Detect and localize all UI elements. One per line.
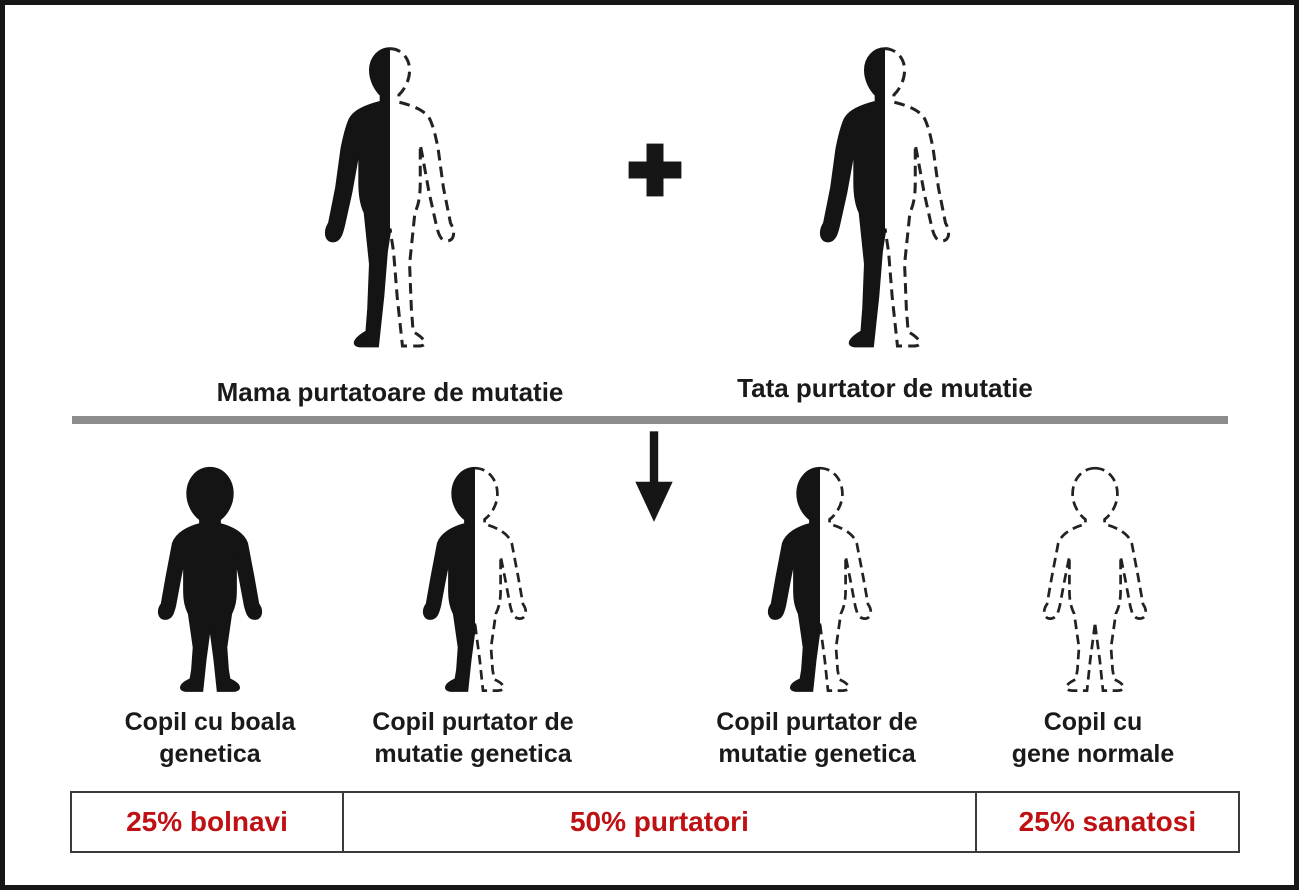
child-2-figure-half-filled [422,466,528,692]
mother-figure-half-filled [324,47,456,348]
child-1-label: Copil cu boala genetica [50,707,370,770]
child-1-label-line1: Copil cu boala [124,708,296,736]
child-4-figure-outline [1042,466,1148,692]
child-4-label: Copil cu gene normale [933,707,1253,770]
child-3-label-line1: Copil purtator de [716,708,918,736]
plus-icon [628,143,682,197]
child-4-label-line2: gene normale [1011,739,1175,768]
father-figure-half-filled [819,47,951,348]
child-1-label-line2: genetica [159,739,261,768]
down-arrow-icon [635,431,673,522]
generation-divider [72,416,1228,424]
mother-label: Mama purtatoare de mutatie [216,377,564,407]
child-2-label: Copil purtator de mutatie genetica [313,707,633,770]
child-3-label-line2: mutatie genetica [718,739,916,768]
child-3-figure-half-filled [767,466,873,692]
child-2-label-line1: Copil purtator de [372,708,574,736]
child-3-label: Copil purtator de mutatie genetica [657,707,977,770]
child-4-label-line1: Copil cu [1043,708,1143,736]
ratio-table: 25% bolnavi 50% purtatori 25% sanatosi [70,791,1240,853]
ratio-cell-sanatosi: 25% sanatosi [1018,806,1197,837]
ratio-cell-bolnavi: 25% bolnavi [72,793,345,851]
child-2-label-line2: mutatie genetica [374,739,572,768]
child-1-figure-solid [157,466,263,692]
ratio-cell-purtatori: 50% purtatori [344,793,977,851]
father-label: Tata purtator de mutatie [737,373,1033,403]
